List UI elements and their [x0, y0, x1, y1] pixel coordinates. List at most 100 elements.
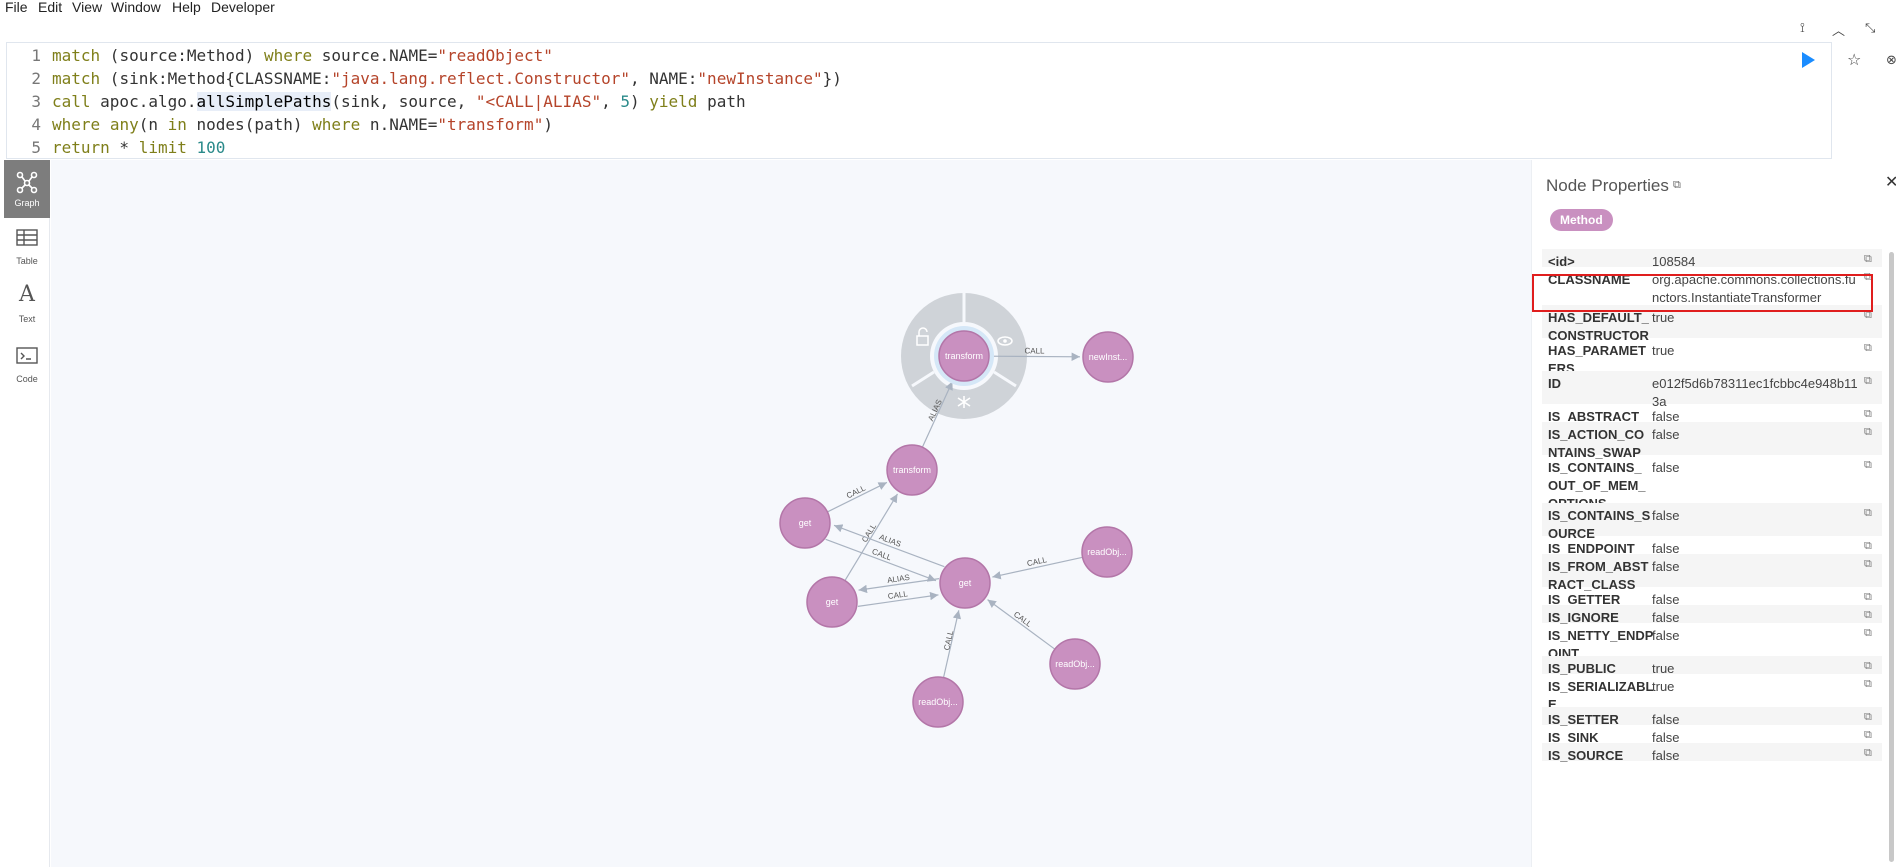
relationship-edge[interactable] — [825, 538, 937, 582]
hide-eye-icon[interactable] — [997, 336, 1013, 346]
copy-value-icon[interactable]: ⧉ — [1864, 711, 1872, 723]
property-value: false — [1652, 427, 1680, 442]
graph-node[interactable]: readObj... — [1081, 526, 1133, 578]
collapse-icon[interactable]: ⤡ — [1865, 20, 1876, 35]
copy-value-icon[interactable]: ⧉ — [1864, 507, 1872, 519]
unlock-icon[interactable] — [916, 327, 929, 346]
copy-value-icon[interactable]: ⧉ — [1864, 342, 1872, 354]
node-circle[interactable] — [806, 576, 858, 628]
copy-value-icon[interactable]: ⧉ — [1864, 747, 1872, 759]
expand-icon[interactable] — [957, 396, 971, 408]
node-label-badge[interactable]: Method — [1550, 209, 1613, 231]
relationship-edge[interactable] — [988, 352, 1081, 361]
property-value: false — [1652, 628, 1680, 643]
graph-node[interactable]: get — [779, 497, 831, 549]
node-circle[interactable] — [886, 444, 938, 496]
graph-view-tab[interactable]: Graph — [4, 160, 50, 218]
node-circle[interactable] — [1082, 331, 1134, 383]
panel-scrollbar[interactable] — [1889, 252, 1894, 862]
code-token: , NAME: — [629, 69, 698, 88]
graph-node[interactable]: transform — [886, 444, 938, 496]
graph-node[interactable]: newInst... — [1082, 331, 1134, 383]
code-token — [187, 138, 197, 157]
menu-file[interactable]: File — [5, 0, 28, 15]
property-key: IS_IGNORE — [1548, 610, 1619, 625]
node-circle[interactable] — [939, 557, 991, 609]
copy-value-icon[interactable]: ⧉ — [1864, 540, 1872, 552]
menu-view[interactable]: View — [72, 0, 103, 15]
property-value: false — [1652, 610, 1680, 625]
star-icon[interactable]: ☆ — [1847, 52, 1862, 69]
relationship-edge[interactable] — [987, 599, 1056, 650]
copy-value-icon[interactable]: ⧉ — [1864, 375, 1872, 387]
relationship-edge[interactable] — [992, 556, 1083, 580]
copy-value-icon[interactable]: ⧉ — [1864, 426, 1872, 438]
relationship-edge[interactable] — [942, 610, 962, 678]
copy-value-icon[interactable]: ⧉ — [1864, 271, 1872, 283]
code-token: limit — [138, 138, 187, 157]
node-circle[interactable] — [912, 676, 964, 728]
code-text: where any(n in nodes(path) where n.NAME=… — [52, 113, 553, 136]
code-view-tab[interactable]: Code — [4, 334, 50, 392]
copy-value-icon[interactable]: ⧉ — [1864, 729, 1872, 741]
copy-value-icon[interactable]: ⧉ — [1864, 459, 1872, 471]
node-circle[interactable] — [779, 497, 831, 549]
relationship-edge[interactable] — [921, 381, 953, 448]
copy-value-icon[interactable]: ⧉ — [1864, 627, 1872, 639]
code-icon — [16, 347, 38, 364]
menu-edit[interactable]: Edit — [38, 0, 63, 15]
copy-value-icon[interactable]: ⧉ — [1864, 678, 1872, 690]
property-key: IS_ABSTRACT — [1548, 409, 1640, 424]
text-view-tab[interactable]: A Text — [4, 276, 50, 334]
property-value: false — [1652, 460, 1680, 475]
property-value: false — [1652, 592, 1680, 607]
relationship-edge[interactable] — [827, 481, 888, 513]
copy-value-icon[interactable]: ⧉ — [1864, 660, 1872, 672]
copy-value-icon[interactable]: ⧉ — [1864, 309, 1872, 321]
relationship-edge[interactable] — [844, 493, 899, 581]
copy-icon[interactable]: ⧉ — [1673, 179, 1681, 191]
code-token: (source:Method) — [100, 46, 264, 65]
property-value: e012f5d6b78311ec1fcbbc4e948b11 3a — [1652, 376, 1858, 409]
menu-window[interactable]: Window — [111, 0, 161, 15]
close-icon[interactable]: ⊗ — [1886, 52, 1896, 67]
relationship-edge[interactable] — [858, 578, 940, 594]
property-key: IS_GETTER — [1548, 592, 1621, 607]
node-circle[interactable] — [938, 330, 990, 382]
copy-value-icon[interactable]: ⧉ — [1864, 558, 1872, 570]
property-key: IS_SETTER — [1548, 712, 1619, 727]
close-panel-icon[interactable]: ✕ — [1885, 174, 1896, 191]
copy-value-icon[interactable]: ⧉ — [1864, 609, 1872, 621]
line-number: 5 — [31, 138, 41, 157]
node-circle[interactable] — [1081, 526, 1133, 578]
code-text: call apoc.algo.allSimplePaths(sink, sour… — [52, 90, 746, 113]
graph-node[interactable]: transform — [934, 326, 994, 386]
run-query-button[interactable] — [1802, 52, 1815, 68]
graph-node[interactable]: get — [939, 557, 991, 609]
copy-value-icon[interactable]: ⧉ — [1864, 591, 1872, 603]
pin-icon[interactable]: ⟟ — [1800, 20, 1805, 35]
menu-help[interactable]: Help — [172, 0, 201, 15]
relationship-edge[interactable] — [857, 591, 939, 607]
code-token: in — [167, 115, 187, 134]
property-key: IS_PUBLIC — [1548, 661, 1616, 676]
copy-value-icon[interactable]: ⧉ — [1864, 408, 1872, 420]
menu-developer[interactable]: Developer — [211, 0, 275, 15]
property-value: false — [1652, 508, 1680, 523]
graph-node[interactable]: readObj... — [1049, 638, 1101, 690]
graph-node[interactable]: get — [806, 576, 858, 628]
copy-value-icon[interactable]: ⧉ — [1864, 253, 1872, 265]
node-circle[interactable] — [1049, 638, 1101, 690]
chevron-up-icon[interactable]: ︿ — [1832, 23, 1846, 38]
table-view-tab[interactable]: Table — [4, 218, 50, 276]
graph-node[interactable]: readObj... — [912, 676, 964, 728]
relationship-edge[interactable] — [833, 524, 945, 568]
